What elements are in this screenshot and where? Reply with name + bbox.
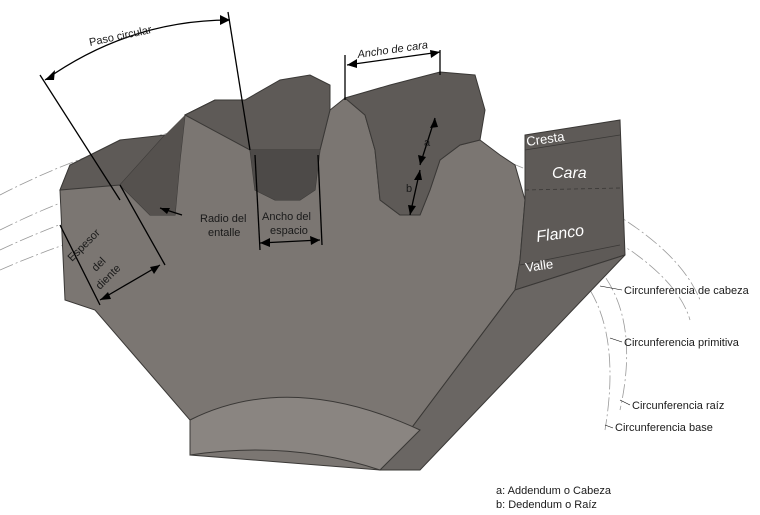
tooth-top-3 [343, 71, 486, 216]
label-circ-raiz: Circunferencia raíz [632, 400, 724, 412]
gear-body [59, 71, 626, 471]
label-b: b [406, 183, 412, 195]
label-radio-entalle-1: Radio del [200, 213, 246, 225]
label-ancho-espacio-1: Ancho del [262, 211, 311, 223]
gear-bore [189, 396, 421, 471]
tooth-space [250, 150, 320, 200]
dimension-lines [39, 11, 631, 429]
label-a: a [424, 137, 431, 149]
legend-a: a: Addendum o Cabeza [496, 485, 612, 497]
label-paso-circular: Paso circular [88, 24, 153, 49]
tooth-top-1 [59, 134, 167, 191]
label-ancho-cara: Ancho de cara [356, 39, 429, 61]
label-ancho-espacio-2: espacio [270, 225, 308, 237]
label-cara: Cara [552, 165, 587, 182]
label-circ-primitiva: Circunferencia primitiva [624, 337, 740, 349]
legend-b: b: Dedendum o Raíz [496, 499, 597, 511]
label-flanco: Flanco [535, 222, 585, 246]
labels: Paso circular Ancho de cara Cresta Cara … [66, 24, 750, 511]
label-circ-cabeza: Circunferencia de cabeza [624, 285, 750, 297]
label-circ-base: Circunferencia base [615, 422, 713, 434]
label-radio-entalle-2: entalle [208, 227, 240, 239]
gear-side-lower [379, 254, 626, 471]
tooth-space-2 [120, 115, 185, 215]
label-valle: Valle [524, 256, 554, 275]
label-cresta: Cresta [525, 129, 566, 149]
